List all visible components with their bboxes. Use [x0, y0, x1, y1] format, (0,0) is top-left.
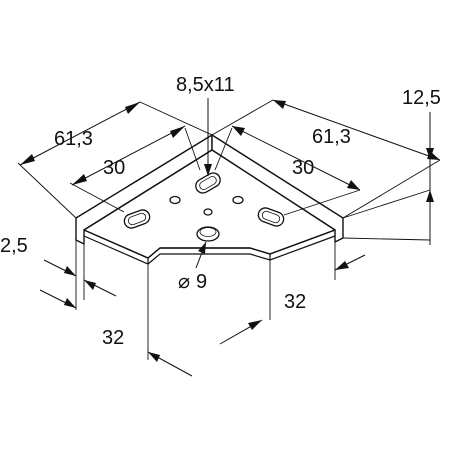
thickness-label: 2,5 [0, 235, 28, 257]
left-tab-label: 32 [102, 327, 124, 349]
hole-small-1 [169, 195, 181, 205]
hole-diameter-symbol: ⌀ [178, 271, 190, 293]
right-slot-offset-label: 30 [292, 157, 314, 179]
left-width-label: 61,3 [54, 128, 93, 150]
hole-main [196, 226, 220, 242]
hole-diameter-label: 9 [196, 271, 207, 293]
right-tab-label: 32 [284, 291, 306, 313]
flange-height-label: 12,5 [402, 87, 441, 109]
left-slot-offset-label: 30 [103, 157, 125, 179]
hole-small-2 [232, 195, 244, 205]
corner-plate [75, 134, 344, 265]
right-width-label: 61,3 [312, 126, 351, 148]
slot-size-label: 8,5x11 [176, 74, 235, 96]
slot-top [195, 172, 221, 194]
hole-small-3 [203, 208, 213, 216]
dimension-lines [17, 98, 441, 377]
slot-right [257, 207, 285, 227]
slot-left [123, 209, 151, 229]
